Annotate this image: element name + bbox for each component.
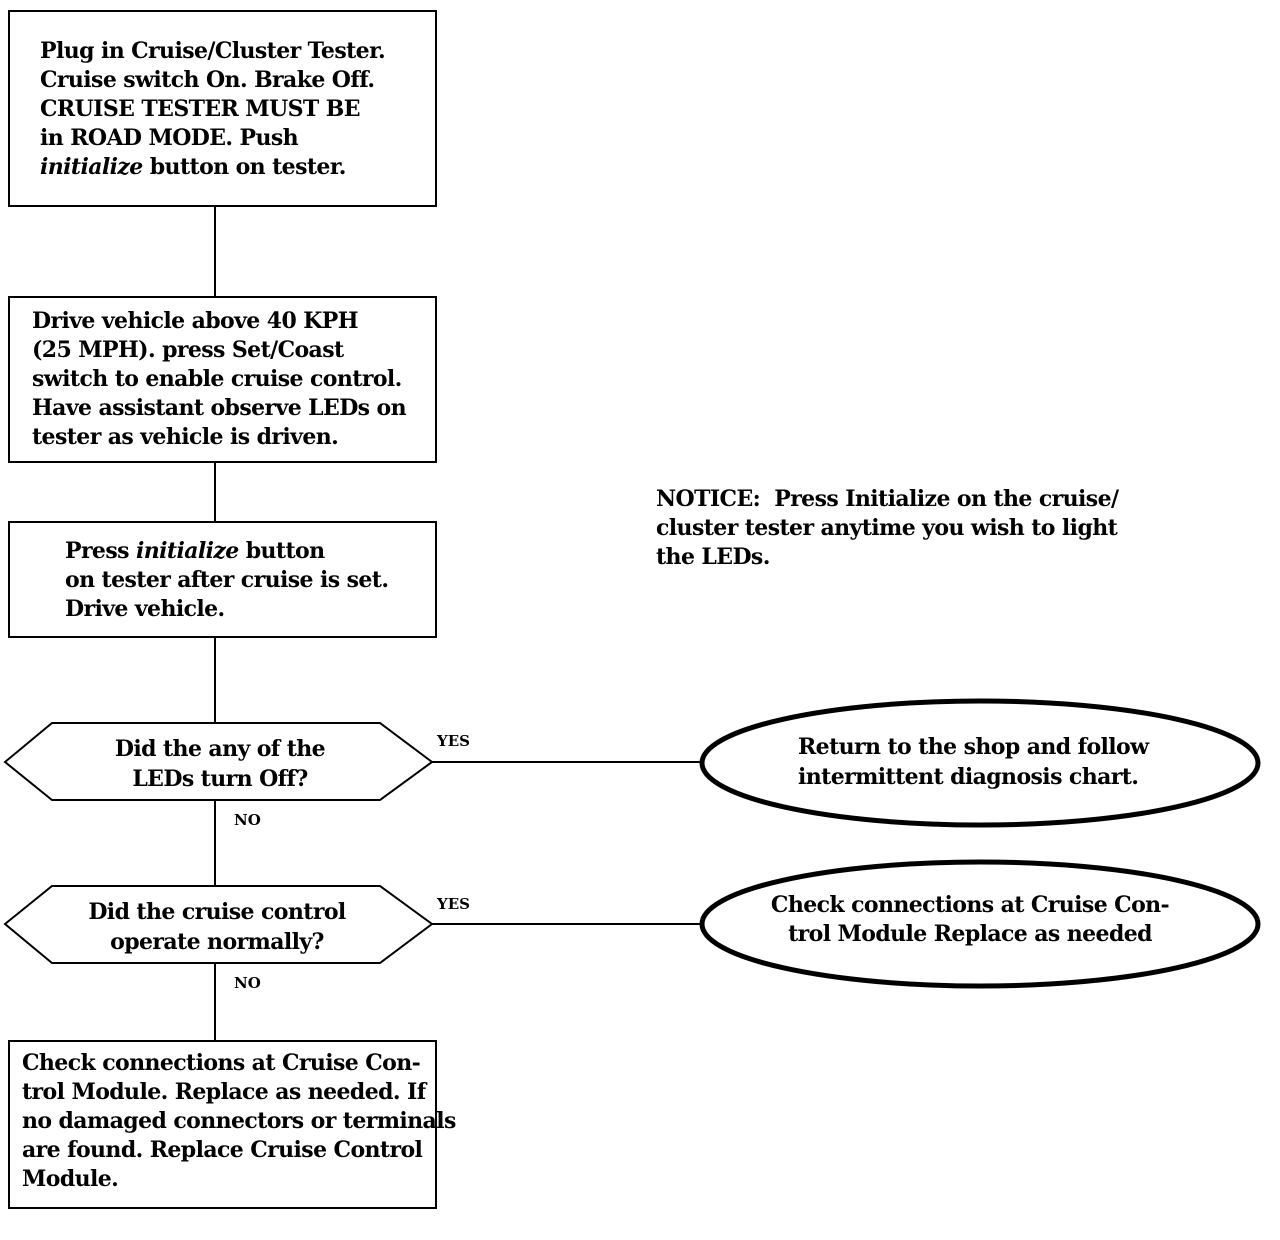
step3-box: Press initialize button on tester after c…: [8, 521, 437, 638]
notice-text-line-1: NOTICE: Press Initialize on the cruise/: [656, 486, 1120, 512]
step3-text-line-2: on tester after cruise is set.: [65, 567, 388, 593]
final-step-text-line-4: are found. Replace Cruise Control: [22, 1137, 423, 1163]
step3-text-line-1: Press initialize button: [65, 538, 325, 564]
step2-text-line-4: Have assistant observe LEDs on: [32, 395, 407, 421]
final-step-text-line-5: Module.: [22, 1166, 118, 1192]
step3-text: Press initialize button on tester after c…: [65, 538, 388, 622]
decision1-text-line-2: LEDs turn Off?: [132, 766, 307, 792]
decision1-yes-label: YES: [436, 732, 470, 750]
step2-text-line-3: switch to enable cruise control.: [32, 366, 402, 392]
decision2-no-label: NO: [234, 974, 261, 992]
notice-text-line-2: cluster tester anytime you wish to light: [656, 515, 1119, 541]
decision2-hexagon: Did the cruise control operate normally?: [3, 885, 434, 964]
final-step-text-line-1: Check connections at Cruise Con-: [22, 1050, 420, 1076]
step2-text-line-5: tester as vehicle is driven.: [32, 424, 338, 450]
outcome2-ellipse: Check connections at Cruise Con-trol Mod…: [699, 859, 1261, 989]
notice-text-line-3: the LEDs.: [656, 544, 770, 570]
step2-box: Drive vehicle above 40 KPH (25 MPH). pres…: [8, 296, 437, 463]
final-step-text-line-2: trol Module. Replace as needed. If: [22, 1079, 428, 1105]
outcome2-text-line-2: trol Module Replace as needed: [788, 921, 1152, 947]
decision1-no-label: NO: [234, 811, 261, 829]
outcome1-text-line-1: Return to the shop and follow: [798, 734, 1150, 760]
decision2-text-line-2: operate normally?: [110, 929, 324, 955]
step1-box: Plug in Cruise/Cluster Tester. Cruise swi…: [8, 10, 437, 207]
outcome1-text: Return to the shop and follow intermitten…: [798, 734, 1150, 790]
step1-text-line-4: in ROAD MODE. Push: [40, 125, 299, 151]
step3-text-line-3: Drive vehicle.: [65, 596, 225, 622]
notice-text: NOTICE: Press Initialize on the cruise/c…: [656, 486, 1120, 570]
step1-text-line-5: initialize button on tester.: [40, 154, 346, 180]
step1-text-line-3: CRUISE TESTER MUST BE: [40, 96, 360, 122]
decision2-yes-label: YES: [436, 895, 470, 913]
step1-text: Plug in Cruise/Cluster Tester. Cruise swi…: [40, 38, 385, 180]
final-step-box: Check connections at Cruise Con-trol Mod…: [8, 1040, 457, 1209]
outcome2-text-line-1: Check connections at Cruise Con-: [771, 892, 1169, 918]
decision2-text: Did the cruise control operate normally?: [88, 899, 346, 955]
final-step-text: Check connections at Cruise Con-trol Mod…: [22, 1050, 456, 1192]
outcome1-ellipse: Return to the shop and follow intermitten…: [699, 698, 1261, 828]
step1-text-line-2: Cruise switch On. Brake Off.: [40, 67, 374, 93]
decision2-text-line-1: Did the cruise control: [88, 899, 346, 925]
step1-text-line-1: Plug in Cruise/Cluster Tester.: [40, 38, 385, 64]
decision1-text-line-1: Did the any of the: [115, 736, 325, 762]
step2-text-line-2: (25 MPH). press Set/Coast: [32, 337, 345, 363]
step2-text: Drive vehicle above 40 KPH (25 MPH). pres…: [32, 308, 407, 450]
outcome2-text: Check connections at Cruise Con-trol Mod…: [771, 892, 1169, 947]
final-step-text-line-3: no damaged connectors or terminals: [22, 1108, 456, 1134]
outcome1-text-line-2: intermittent diagnosis chart.: [798, 764, 1138, 790]
step2-text-line-1: Drive vehicle above 40 KPH: [32, 308, 358, 334]
